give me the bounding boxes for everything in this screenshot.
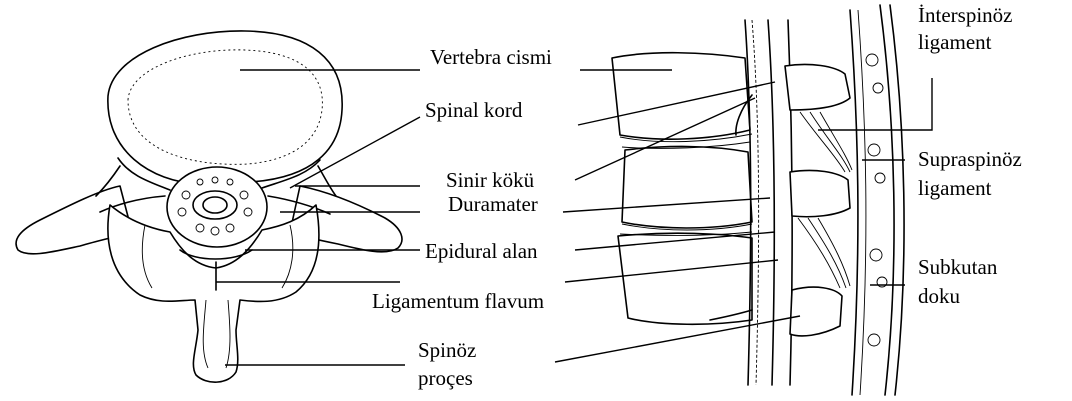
label-supraspinoz-line1: Supraspinöz [918, 147, 1022, 171]
label-sinir-koku: Sinir kökü [446, 168, 534, 192]
label-interspinoz-line1: İnterspinöz [918, 3, 1012, 27]
label-subkutan-line1: Subkutan [918, 255, 997, 279]
supraspinous-ligament-inner [858, 10, 866, 395]
cord-center [203, 197, 227, 213]
axial-vertebra-illustration [16, 31, 402, 382]
skin-outer [890, 5, 904, 395]
label-ligamentum-flavum: Ligamentum flavum [372, 289, 544, 313]
skin-line [880, 5, 894, 395]
label-spinal-kord: Spinal kord [425, 98, 522, 122]
spinous-process-1 [785, 64, 850, 110]
label-supraspinoz-line2: ligament [918, 176, 991, 200]
dura-back [768, 20, 774, 385]
vertebral-body [108, 31, 342, 184]
label-duramater: Duramater [448, 192, 538, 216]
spinous-process-3 [790, 287, 842, 336]
subcutaneous-fat-cells [866, 54, 887, 346]
sagittal-spine-illustration [612, 5, 904, 395]
vertebral-body-middle [622, 146, 752, 228]
vertebral-body-lower [618, 233, 752, 324]
dura-front [752, 20, 759, 385]
supraspinous-ligament [850, 10, 858, 395]
vertebral-body-upper [612, 53, 750, 139]
label-epidural-alan: Epidural alan [425, 239, 538, 263]
label-interspinoz-line2: ligament [918, 30, 991, 54]
label-spinoz-proces-line2: proçes [418, 366, 473, 390]
label-vertebra-cismi: Vertebra cismi [430, 45, 552, 69]
spinous-process-2 [790, 170, 850, 216]
label-spinoz-proces-line1: Spinöz [418, 338, 476, 362]
label-subkutan-line2: doku [918, 284, 960, 308]
